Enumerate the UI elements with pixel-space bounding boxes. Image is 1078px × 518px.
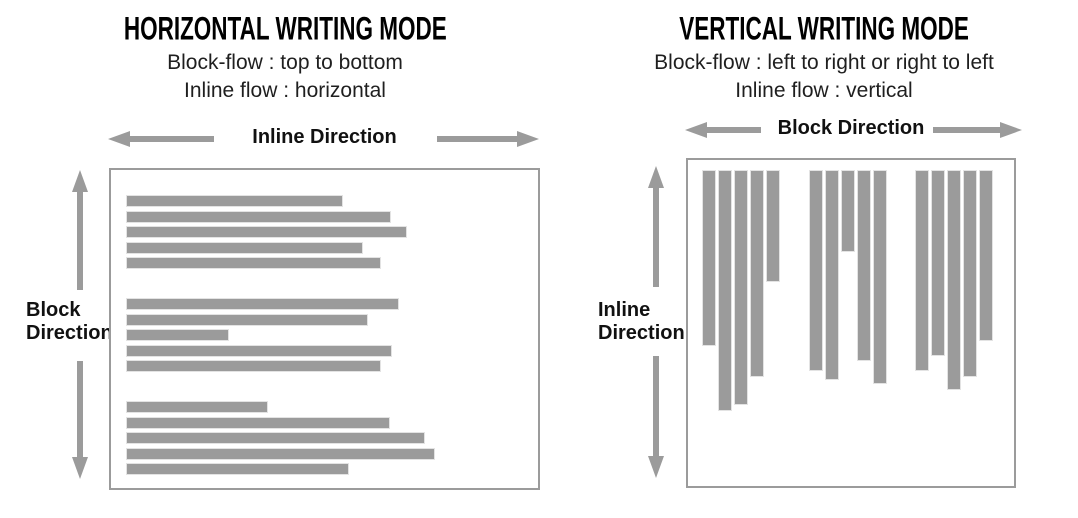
inline-direction-axis-label-right: Inline Direction	[598, 299, 685, 344]
text-line-bar	[127, 299, 398, 309]
text-column-bar	[916, 171, 928, 370]
text-line-bar	[127, 417, 389, 428]
block-direction-left-arrow-icon	[685, 122, 761, 138]
text-column-bar	[751, 171, 763, 376]
text-line-bar	[127, 448, 434, 459]
horizontal-mode-blockflow-subtitle: Block-flow : top to bottom	[167, 51, 403, 74]
inline-direction-down-arrow-icon	[648, 356, 664, 478]
vertical-mode-blockflow-subtitle: Block-flow : left to right or right to l…	[654, 51, 994, 74]
vertical-mode-header: VERTICAL WRITING MODE Block-flow : left …	[570, 11, 1078, 104]
horizontal-mode-header: HORIZONTAL WRITING MODE Block-flow : top…	[15, 11, 555, 104]
text-column-bar	[703, 171, 715, 345]
text-line-bar	[127, 314, 367, 325]
text-line-bar	[127, 227, 406, 237]
text-line-bar	[127, 211, 390, 222]
text-line-bar	[127, 196, 342, 206]
text-column-bar	[980, 171, 992, 340]
inline-direction-up-arrow-icon	[648, 166, 664, 287]
inline-direction-axis-label: Inline Direction	[252, 126, 397, 148]
text-column-bar	[948, 171, 960, 389]
block-direction-up-arrow-icon	[72, 170, 88, 290]
text-column-bar	[858, 171, 870, 360]
text-line-bar	[127, 330, 228, 340]
text-line-bar	[127, 258, 380, 268]
vertical-lines-area	[686, 158, 1016, 488]
block-direction-axis-label-right: Block Direction	[777, 117, 925, 139]
text-column-bar	[719, 171, 731, 410]
text-column-bar	[964, 171, 976, 376]
inline-direction-left-arrow-icon	[108, 131, 214, 147]
text-line-bar	[127, 464, 348, 474]
text-line-bar	[127, 433, 424, 443]
text-column-bar	[842, 171, 854, 251]
block-direction-right-arrow-icon	[933, 122, 1022, 138]
text-line-bar	[127, 361, 380, 371]
text-column-bar	[735, 171, 747, 404]
horizontal-mode-title: HORIZONTAL WRITING MODE	[123, 11, 447, 48]
block-direction-axis-label: Block Direction	[26, 299, 113, 344]
text-column-bar	[826, 171, 838, 379]
text-column-bar	[932, 171, 944, 355]
inline-direction-right-arrow-icon	[437, 131, 539, 147]
horizontal-lines-area	[109, 168, 540, 490]
text-column-bar	[874, 171, 886, 383]
vertical-mode-title: VERTICAL WRITING MODE	[679, 11, 969, 48]
text-column-bar	[810, 171, 822, 370]
text-line-bar	[127, 402, 267, 412]
text-column-bar	[767, 171, 779, 281]
text-line-bar	[127, 345, 391, 356]
horizontal-mode-inlineflow-subtitle: Inline flow : horizontal	[184, 79, 386, 102]
text-line-bar	[127, 242, 362, 253]
block-direction-down-arrow-icon	[72, 361, 88, 479]
vertical-mode-inlineflow-subtitle: Inline flow : vertical	[735, 79, 913, 102]
